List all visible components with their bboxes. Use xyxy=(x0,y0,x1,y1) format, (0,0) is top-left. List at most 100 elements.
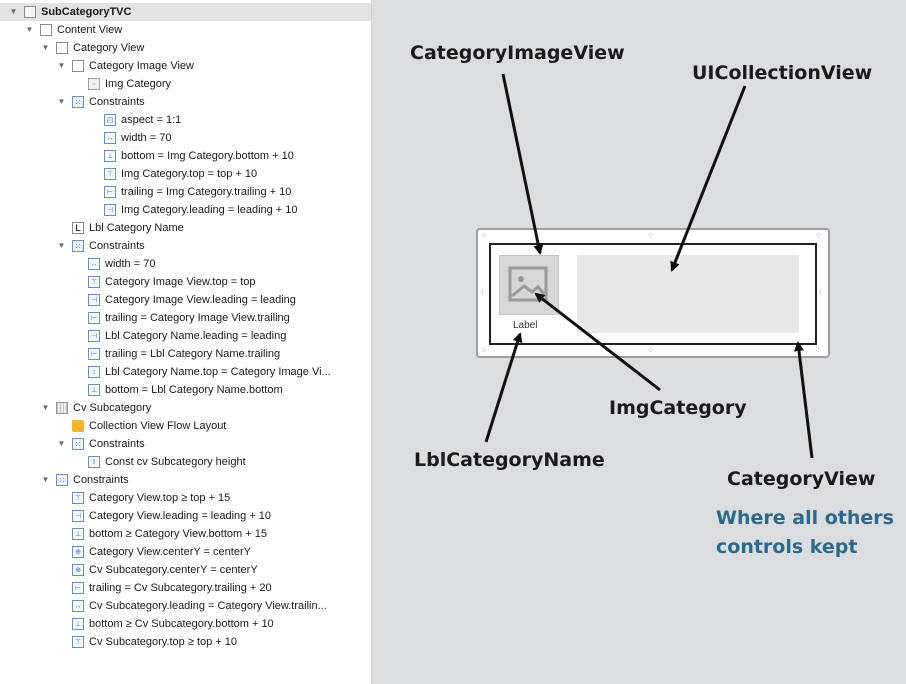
outline-row[interactable]: ↔ width = 70 xyxy=(0,255,371,273)
outline-row[interactable]: ↔Cv Subcategory.leading = Category View.… xyxy=(0,597,371,615)
height-constraint-icon: I xyxy=(88,456,100,468)
outline-row[interactable]: ⊢ trailing = Category Image View.trailing xyxy=(0,309,371,327)
outline-row[interactable]: ⊥bottom = Img Category.bottom + 10 xyxy=(0,147,371,165)
top-constraint-icon: ⊤ xyxy=(72,492,84,504)
outline-row[interactable]: I Const cv Subcategory height xyxy=(0,453,371,471)
disclosure-triangle-icon[interactable]: ▼ xyxy=(57,97,66,106)
outline-row-label: Category View.centerY = centerY xyxy=(89,546,251,558)
top-constraint-icon: ⊤ xyxy=(104,168,116,180)
outline-row-label: Cv Subcategory.centerY = centerY xyxy=(89,564,258,576)
outline-row-label: trailing = Img Category.trailing + 10 xyxy=(121,186,292,198)
constraints-group-icon: ⁙ xyxy=(72,96,84,108)
outline-row-label: Category View.top ≥ top + 15 xyxy=(89,492,231,504)
resize-handle-top-left[interactable]: ⁘ xyxy=(481,231,489,240)
outline-row[interactable]: ⊕ Cv Subcategory.centerY = centerY xyxy=(0,561,371,579)
disclosure-triangle-icon[interactable]: ▼ xyxy=(25,25,34,34)
outline-row[interactable]: ⊣Img Category.leading = leading + 10 xyxy=(0,201,371,219)
disclosure-triangle-icon[interactable]: ▼ xyxy=(41,475,50,484)
label-icon: L xyxy=(72,222,84,234)
scene-icon xyxy=(24,6,36,18)
outline-row[interactable]: ⊢ trailing = Img Category.trailing + 10 xyxy=(0,183,371,201)
outline-row-label: Img Category.leading = leading + 10 xyxy=(121,204,298,216)
outline-row[interactable]: ⊤ Category View.top ≥ top + 15 xyxy=(0,489,371,507)
outline-row[interactable]: ▼⁙Constraints xyxy=(0,93,371,111)
outline-row-label: Category View xyxy=(73,42,145,54)
resize-handle-bottom[interactable]: ⁘ xyxy=(647,346,655,355)
outline-row[interactable]: ▼SubCategoryTVC xyxy=(0,3,371,21)
callout-ui-collection-view: UICollectionView xyxy=(692,62,873,84)
category-view-note: Where all others controls kept xyxy=(716,504,894,562)
outline-row[interactable]: ▼ ⁙ Constraints xyxy=(0,471,371,489)
outline-row-label: Constraints xyxy=(89,438,145,450)
outline-row[interactable]: ▼Content View xyxy=(0,21,371,39)
outline-row[interactable]: Collection View Flow Layout xyxy=(0,417,371,435)
resize-handle-top[interactable]: ⁘ xyxy=(647,231,655,240)
view-icon xyxy=(40,24,52,36)
outline-row[interactable]: ▫Img Category xyxy=(0,75,371,93)
outline-row[interactable]: ↔width = 70 xyxy=(0,129,371,147)
leading-constraint-icon: ⊣ xyxy=(72,510,84,522)
disclosure-triangle-icon[interactable]: ▼ xyxy=(9,7,18,16)
bottom-constraint-icon: ⊥ xyxy=(88,384,100,396)
arrow-img-category xyxy=(534,292,661,392)
outline-row[interactable]: ⊤Category Image View.top = top xyxy=(0,273,371,291)
resize-handle-bottom-left[interactable]: ⁘ xyxy=(481,346,489,355)
resize-handle-right[interactable]: ⁝ xyxy=(819,288,823,297)
outline-row[interactable]: ⊣ Category Image View.leading = leading xyxy=(0,291,371,309)
outline-row-label: Collection View Flow Layout xyxy=(89,420,227,432)
trailing-constraint-icon: ⊢ xyxy=(104,186,116,198)
outline-row-label: Category Image View.leading = leading xyxy=(105,294,296,306)
resize-handle-bottom-right[interactable]: ⁘ xyxy=(815,346,823,355)
outline-row-label: Img Category xyxy=(105,78,172,90)
outline-row[interactable]: ⊣Category View.leading = leading + 10 xyxy=(0,507,371,525)
outline-row[interactable]: ⊤Cv Subcategory.top ≥ top + 10 xyxy=(0,633,371,651)
center-y-constraint-icon: ⊕ xyxy=(72,564,84,576)
outline-row[interactable]: ⊕Category View.centerY = centerY xyxy=(0,543,371,561)
outline-row-label: trailing = Category Image View.trailing xyxy=(105,312,290,324)
arrow-category-view xyxy=(794,341,814,459)
outline-row[interactable]: ⊢trailing = Lbl Category Name.trailing xyxy=(0,345,371,363)
outline-row-label: bottom ≥ Category View.bottom + 15 xyxy=(89,528,267,540)
outline-row[interactable]: ▼Cv Subcategory xyxy=(0,399,371,417)
outline-row[interactable]: ⊥bottom ≥ Cv Subcategory.bottom + 10 xyxy=(0,615,371,633)
outline-row-label: Cv Subcategory.leading = Category View.t… xyxy=(89,600,327,612)
bottom-constraint-icon: ⊥ xyxy=(104,150,116,162)
callout-img-category: ImgCategory xyxy=(609,397,747,419)
outline-row[interactable]: ↕Lbl Category Name.top = Category Image … xyxy=(0,363,371,381)
leading-constraint-icon: ⊣ xyxy=(88,294,100,306)
arrow-category-image-view xyxy=(501,73,544,255)
outline-row[interactable]: ⊣Lbl Category Name.leading = leading xyxy=(0,327,371,345)
collection-view-mock[interactable] xyxy=(577,255,799,333)
outline-row[interactable]: ◰aspect = 1:1 xyxy=(0,111,371,129)
outline-row[interactable]: ⊥bottom ≥ Category View.bottom + 15 xyxy=(0,525,371,543)
outline-row[interactable]: ▼⁙Constraints xyxy=(0,435,371,453)
constraints-group-icon: ⁙ xyxy=(56,474,68,486)
outline-row-label: Category Image View.top = top xyxy=(105,276,256,288)
disclosure-triangle-icon[interactable]: ▼ xyxy=(41,43,50,52)
collection-view-icon xyxy=(56,402,68,414)
trailing-constraint-icon: ⊢ xyxy=(88,312,100,324)
arrow-ui-collection-view xyxy=(670,85,747,272)
outline-row[interactable]: ▼Category Image View xyxy=(0,57,371,75)
disclosure-triangle-icon[interactable]: ▼ xyxy=(57,241,66,250)
outline-row[interactable]: ⊤ Img Category.top = top + 10 xyxy=(0,165,371,183)
outline-row-label: Const cv Subcategory height xyxy=(105,456,246,468)
outline-row[interactable]: ▼ Category View xyxy=(0,39,371,57)
outline-row[interactable]: ⊢trailing = Cv Subcategory.trailing + 20 xyxy=(0,579,371,597)
width-constraint-icon: ↔ xyxy=(104,132,116,144)
outline-row-label: Constraints xyxy=(73,474,129,486)
resize-handle-top-right[interactable]: ⁘ xyxy=(815,231,823,240)
lbl-category-name-mock[interactable]: Label xyxy=(513,320,538,331)
disclosure-triangle-icon[interactable]: ▼ xyxy=(57,61,66,70)
width-constraint-icon: ↔ xyxy=(88,258,100,270)
view-icon xyxy=(72,60,84,72)
outline-row-label: width = 70 xyxy=(105,258,156,270)
outline-row[interactable]: ⊥bottom = Lbl Category Name.bottom xyxy=(0,381,371,399)
disclosure-triangle-icon[interactable]: ▼ xyxy=(41,403,50,412)
outline-row[interactable]: ▼⁙Constraints xyxy=(0,237,371,255)
outline-row-label: Img Category.top = top + 10 xyxy=(121,168,258,180)
disclosure-triangle-icon[interactable]: ▼ xyxy=(57,439,66,448)
resize-handle-left[interactable]: ⁝ xyxy=(481,288,485,297)
